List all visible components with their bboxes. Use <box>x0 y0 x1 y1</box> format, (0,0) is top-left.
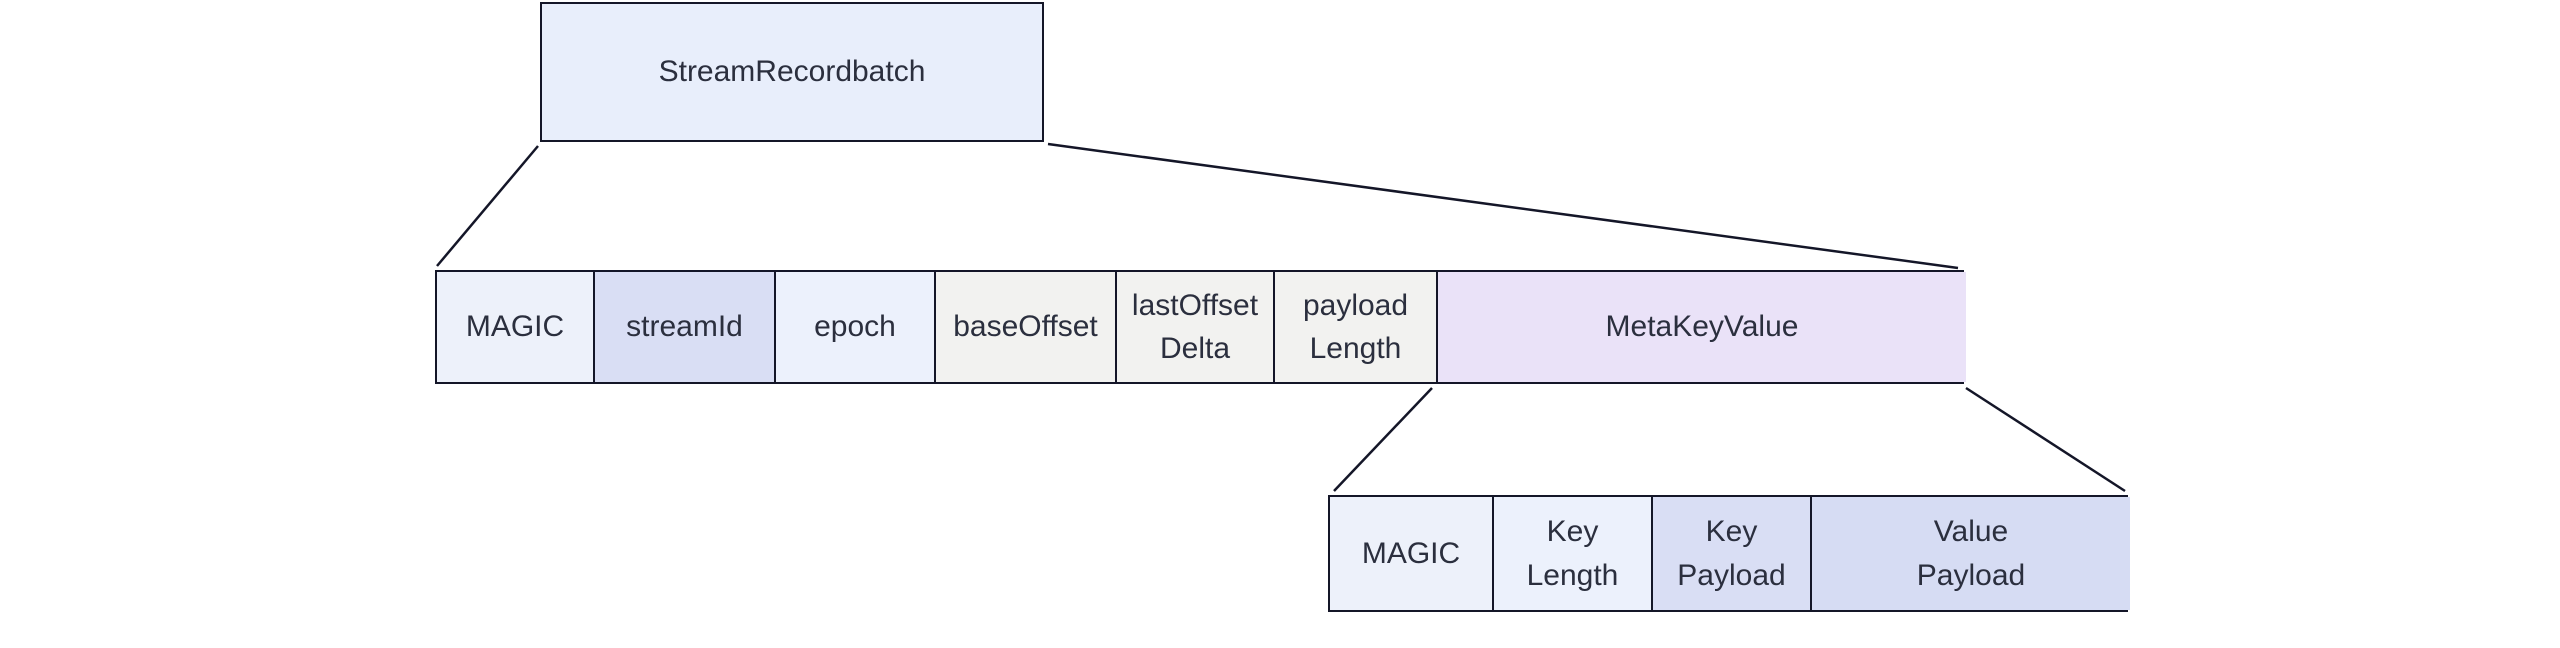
connector-root-to-record-right <box>1047 142 1959 270</box>
field-cell-baseoffset: baseOffset <box>934 272 1115 382</box>
connector-root-to-record-left <box>436 145 539 267</box>
field-cell-lastoffsetdelta: lastOffset Delta <box>1115 272 1273 382</box>
field-cell-metakeyvalue: MetaKeyValue <box>1436 272 1966 382</box>
connector-meta-to-row-left <box>1333 387 1433 492</box>
field-cell-epoch: epoch <box>774 272 934 382</box>
field-cell-streamid: streamId <box>593 272 774 382</box>
field-cell-magic: MAGIC <box>437 272 593 382</box>
record-batch-fields-row: MAGIC streamId epoch baseOffset lastOffs… <box>435 270 1966 384</box>
meta-cell-keypayload: Key Payload <box>1651 497 1810 610</box>
field-cell-payloadlength: payload Length <box>1273 272 1436 382</box>
connector-meta-to-row-right <box>1965 386 2126 493</box>
stream-recordbatch-block: StreamRecordbatch <box>540 2 1044 142</box>
meta-cell-keylength: Key Length <box>1492 497 1651 610</box>
meta-key-value-fields-row: MAGIC Key Length Key Payload Value Paylo… <box>1328 495 2130 612</box>
meta-cell-magic: MAGIC <box>1330 497 1492 610</box>
meta-cell-valuepayload: Value Payload <box>1810 497 2130 610</box>
